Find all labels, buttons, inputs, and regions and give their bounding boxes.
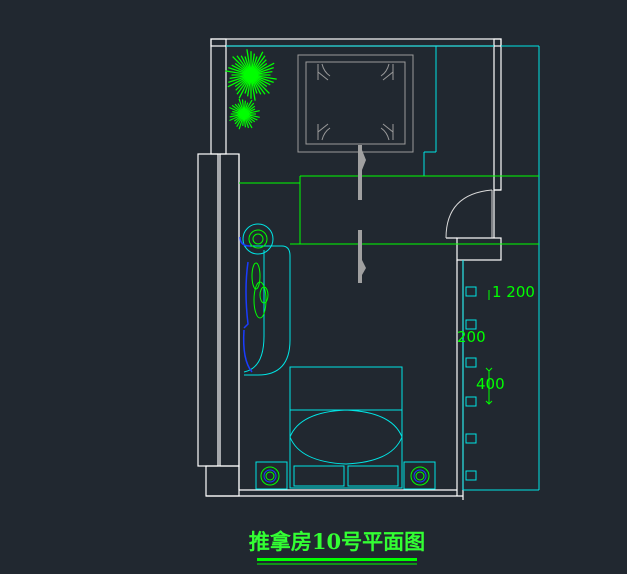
walls [197, 38, 502, 500]
sofa [243, 245, 291, 376]
wardrobe-hangers [465, 286, 477, 481]
bottom-wall [205, 465, 240, 497]
plant-leaf [238, 74, 252, 99]
left-column-inner [219, 153, 240, 467]
left-column-outer [197, 153, 219, 467]
plant-leaf [250, 74, 270, 94]
plant-leaf [227, 74, 252, 88]
dimension-marks [485, 290, 493, 405]
furniture-lines [226, 45, 540, 491]
plant-leaf [250, 70, 273, 76]
plant-leaf [250, 74, 256, 101]
plant-leaf [225, 70, 252, 76]
dimension-label-a: 1 200 [492, 283, 535, 301]
dimension-label-c: 400 [476, 375, 505, 393]
left-wall-upper [210, 38, 227, 155]
plant-leaf [243, 110, 260, 115]
plant-small [229, 98, 260, 130]
blue-outline [239, 236, 427, 483]
sliding-door-marks [358, 145, 366, 283]
plant-leaf [232, 56, 252, 76]
title-underline [257, 558, 417, 561]
top-wall [210, 38, 502, 47]
door [445, 189, 493, 239]
massage-bed [289, 366, 403, 489]
plant-leaf [250, 62, 275, 76]
nightstand-left [255, 461, 288, 490]
partition-lines [239, 175, 539, 245]
side-table [242, 223, 274, 255]
plant-leaf [246, 49, 252, 76]
right-wall [493, 38, 502, 191]
dimension-label-b: 200 [457, 328, 486, 346]
sofa-cushions [248, 229, 430, 486]
nightstand-right [403, 461, 436, 490]
right-wall-lower [456, 237, 502, 261]
plant-leaf [250, 51, 264, 76]
drawing-title: 推拿房10号平面图 [249, 529, 425, 554]
plant-leaf [250, 74, 277, 80]
upper-bed [297, 54, 414, 153]
plant-large [225, 49, 277, 101]
